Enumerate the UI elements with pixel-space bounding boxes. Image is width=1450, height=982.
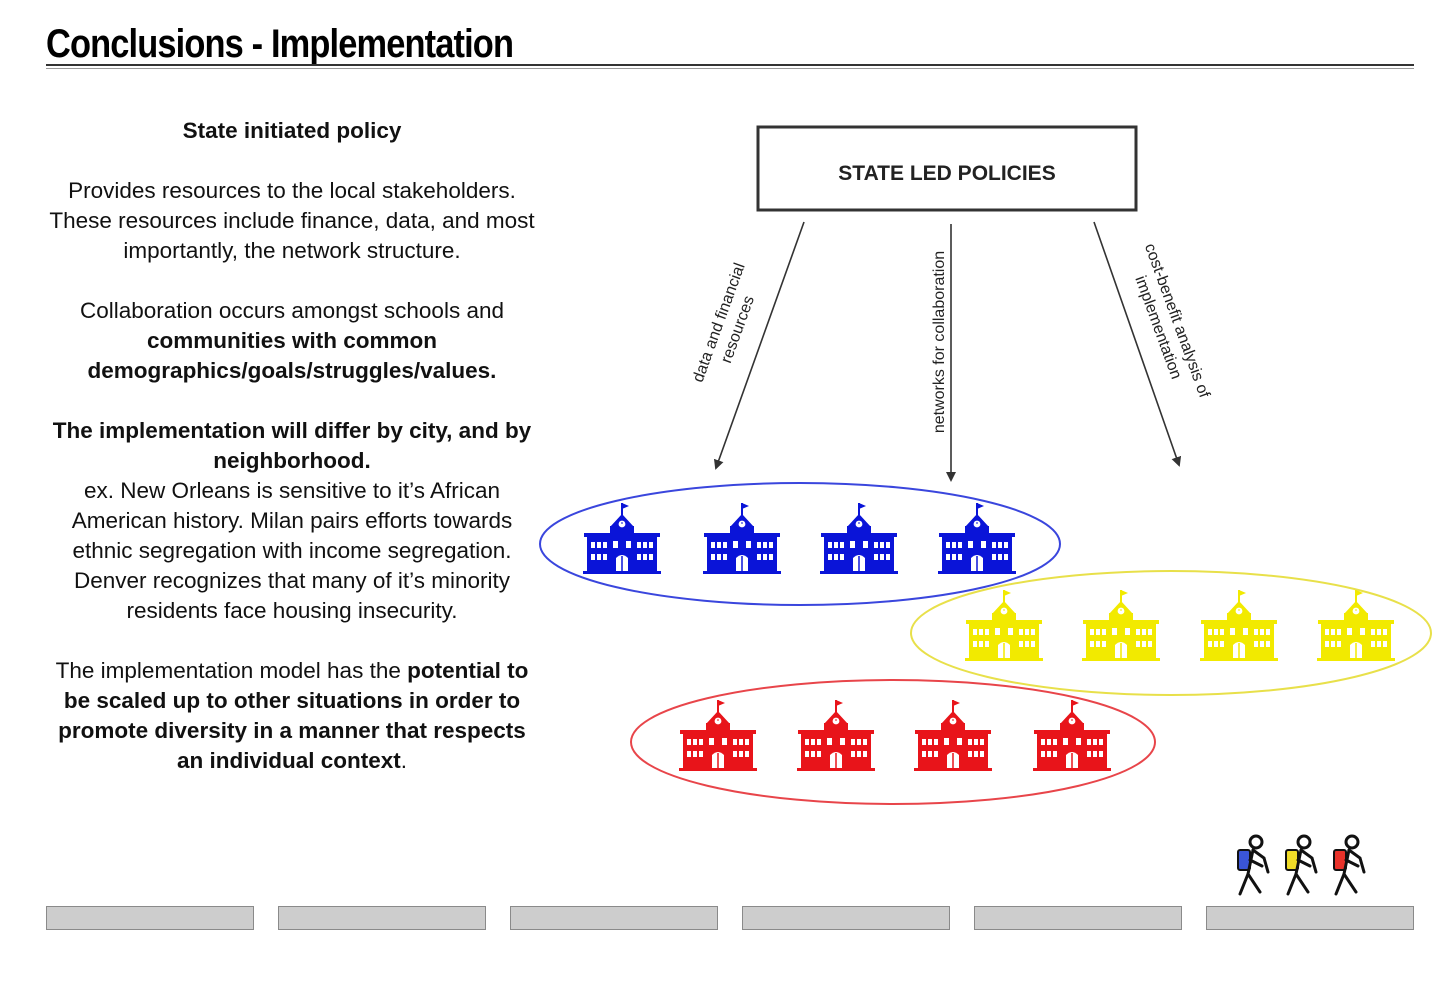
school-building-icon (796, 699, 876, 772)
hikers-with-backpacks-icon (1237, 834, 1366, 896)
city-examples-text: ex. New Orleans is sensitive to it’s Afr… (71, 478, 513, 623)
networks-label: networks for collaboration (931, 251, 948, 433)
title-underline (46, 64, 1414, 66)
page-title: Conclusions - Implementation (46, 22, 514, 66)
blue-community-ellipse (539, 482, 1061, 606)
data-resources-label: data and financial resources (690, 261, 758, 385)
blue-schools (582, 502, 1017, 575)
scaling-paragraph: The implementation model has the potenti… (44, 656, 540, 776)
cost-benefit-label: cost-benefit analysis of implementation (1131, 241, 1212, 400)
school-building-icon (1032, 699, 1112, 772)
title-underline-thin (46, 68, 1414, 69)
progress-segment-current (1206, 906, 1414, 930)
collaboration-emphasis: communities with common demographics/goa… (87, 328, 497, 383)
school-building-icon (964, 589, 1044, 662)
school-building-icon (1316, 589, 1396, 662)
school-building-icon (582, 502, 662, 575)
school-building-icon (937, 502, 1017, 575)
section-heading: State initiated policy (182, 118, 402, 143)
scaling-text: The implementation model has the (55, 658, 408, 683)
progress-segment (510, 906, 718, 930)
collaboration-text: Collaboration occurs amongst schools and (80, 298, 504, 323)
scaling-period: . (400, 748, 408, 773)
cost-benefit-arrow (1093, 221, 1182, 467)
state-policies-label: STATE LED POLICIES (838, 162, 1055, 185)
networks-label-text: networks for collaboration (931, 251, 948, 433)
school-building-icon (1081, 589, 1161, 662)
progress-segment (742, 906, 950, 930)
school-building-icon (1199, 589, 1279, 662)
implementation-paragraph: The implementation will differ by city, … (44, 416, 540, 626)
scaling-emphasis: potential to be scaled up to other situa… (58, 658, 529, 773)
progress-segment (278, 906, 486, 930)
summary-text: State initiated policy Provides resource… (44, 116, 540, 806)
yellow-community-ellipse (910, 570, 1432, 696)
progress-segment (974, 906, 1182, 930)
collaboration-paragraph: Collaboration occurs amongst schools and… (44, 296, 540, 386)
implementation-emphasis: The implementation will differ by city, … (52, 418, 532, 473)
school-building-icon (913, 699, 993, 772)
resources-paragraph: Provides resources to the local stakehol… (49, 178, 535, 263)
school-building-icon (702, 502, 782, 575)
progress-segment (46, 906, 254, 930)
school-building-icon (819, 502, 899, 575)
school-building-icon (678, 699, 758, 772)
red-community-ellipse (630, 679, 1156, 805)
state-policies-box (756, 125, 1138, 212)
red-schools (678, 699, 1112, 772)
yellow-schools (964, 589, 1396, 662)
data-resources-arrow (713, 221, 805, 470)
